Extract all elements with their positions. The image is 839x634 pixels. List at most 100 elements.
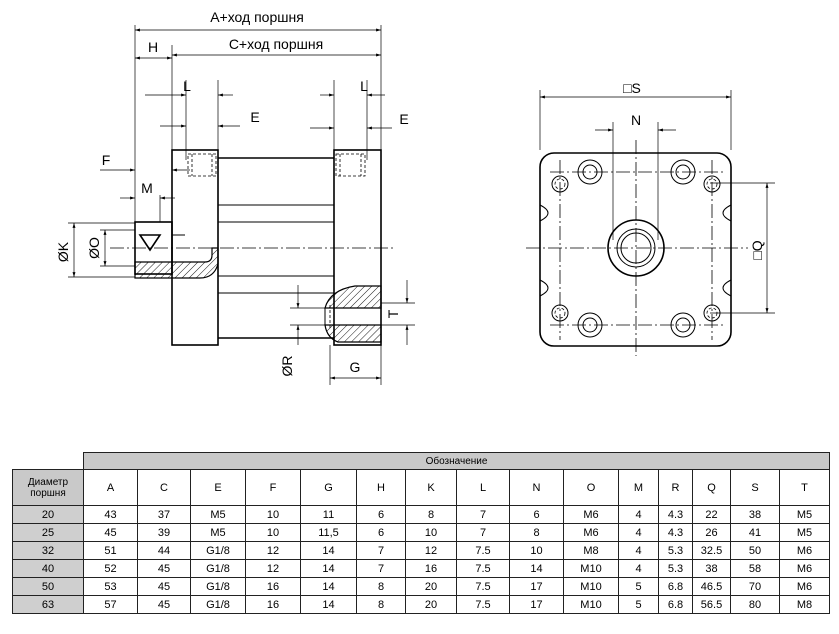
table-cell: M6 <box>778 541 831 560</box>
table-cell: 39 <box>137 523 191 542</box>
table-cell: 8 <box>356 595 406 614</box>
table-cell: 14 <box>300 559 357 578</box>
table-cell: 17 <box>509 577 564 596</box>
table-cell: 8 <box>509 523 564 542</box>
table-column-header: C <box>137 469 191 506</box>
table-cell: 57 <box>83 595 138 614</box>
dim-c-stroke: C+ход поршня <box>229 36 323 52</box>
table-cell: G1/8 <box>190 559 246 578</box>
table-cell: 80 <box>730 595 780 614</box>
table-cell: 46.5 <box>692 577 731 596</box>
table-cell: 4 <box>618 541 659 560</box>
table-column-header: L <box>456 469 510 506</box>
table-cell: 7.5 <box>456 559 510 578</box>
table-cell: M6 <box>778 559 831 578</box>
table-cell: 52 <box>83 559 138 578</box>
table-cell: 6.8 <box>658 577 693 596</box>
table-column-header: K <box>405 469 457 506</box>
table-column-header: N <box>509 469 564 506</box>
table-column-header: M <box>618 469 659 506</box>
table-cell: 56.5 <box>692 595 731 614</box>
bore-cell: 20 <box>12 505 84 524</box>
table-cell: 16 <box>245 595 301 614</box>
table-cell: M5 <box>778 523 831 542</box>
dim-s: □S <box>623 80 641 96</box>
table-cell: 4 <box>618 505 659 524</box>
dim-e-left: E <box>250 109 259 125</box>
table-cell: M10 <box>563 559 619 578</box>
table-cell: 7 <box>456 505 510 524</box>
table-column-header: H <box>356 469 406 506</box>
dim-l-left: L <box>183 78 191 94</box>
table-cell: 11,5 <box>300 523 357 542</box>
table-cell: 10 <box>245 523 301 542</box>
table-cell: 10 <box>405 523 457 542</box>
dim-a-stroke: A+ход поршня <box>210 9 304 25</box>
table-cell: 4.3 <box>658 523 693 542</box>
table-cell: 17 <box>509 595 564 614</box>
table-cell: 12 <box>405 541 457 560</box>
table-cell: 44 <box>137 541 191 560</box>
dim-q: □Q <box>749 240 765 259</box>
table-cell: M5 <box>190 523 246 542</box>
table-cell: 7.5 <box>456 577 510 596</box>
table-cell: 38 <box>730 505 780 524</box>
table-cell: 45 <box>137 577 191 596</box>
table-cell: 7 <box>356 541 406 560</box>
table-cell: M5 <box>190 505 246 524</box>
table-cell: 12 <box>245 541 301 560</box>
table-cell: 16 <box>245 577 301 596</box>
dim-e-right: E <box>399 111 408 127</box>
table-cell: 58 <box>730 559 780 578</box>
table-cell: M8 <box>778 595 831 614</box>
dim-t: T <box>385 309 401 318</box>
table-cell: 14 <box>300 595 357 614</box>
table-row-header: Диаметр поршня <box>12 469 84 506</box>
table-cell: 51 <box>83 541 138 560</box>
table-column-header: S <box>730 469 780 506</box>
table-cell: 45 <box>137 595 191 614</box>
table-cell: 6 <box>356 505 406 524</box>
table-cell: 14 <box>300 577 357 596</box>
table-column-header: G <box>300 469 357 506</box>
table-cell: 37 <box>137 505 191 524</box>
dim-n: N <box>631 112 641 128</box>
bore-cell: 32 <box>12 541 84 560</box>
table-column-header: R <box>658 469 693 506</box>
table-cell: M10 <box>563 595 619 614</box>
table-cell: 53 <box>83 577 138 596</box>
table-cell: 4 <box>618 523 659 542</box>
dim-h: H <box>148 39 158 55</box>
table-cell: 6.8 <box>658 595 693 614</box>
table-cell: 26 <box>692 523 731 542</box>
table-cell: 4 <box>618 559 659 578</box>
table-cell: G1/8 <box>190 541 246 560</box>
bore-cell: 50 <box>12 577 84 596</box>
table-cell: G1/8 <box>190 595 246 614</box>
table-group-header: Обозначение <box>82 452 831 470</box>
table-cell: 7.5 <box>456 541 510 560</box>
table-cell: 43 <box>83 505 138 524</box>
bore-cell: 40 <box>12 559 84 578</box>
table-cell: 20 <box>405 595 457 614</box>
table-cell: M6 <box>778 577 831 596</box>
table-cell: 5.3 <box>658 541 693 560</box>
table-cell: 8 <box>405 505 457 524</box>
table-cell: G1/8 <box>190 577 246 596</box>
table-cell: M10 <box>563 577 619 596</box>
table-column-header: O <box>563 469 619 506</box>
table-cell: 7.5 <box>456 595 510 614</box>
table-blank-corner <box>12 452 84 470</box>
table-cell: 6 <box>356 523 406 542</box>
bore-cell: 63 <box>12 595 84 614</box>
table-column-header: F <box>245 469 301 506</box>
dim-g: G <box>350 359 361 375</box>
table-cell: 10 <box>245 505 301 524</box>
dim-m: M <box>141 180 153 196</box>
